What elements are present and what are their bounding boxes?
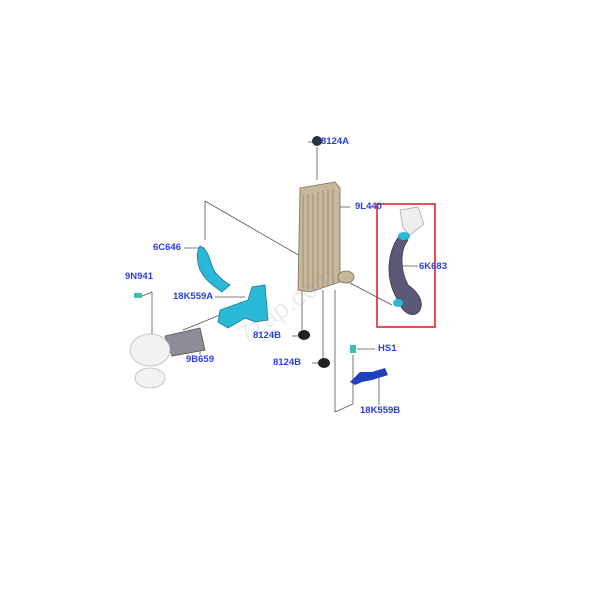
label-8124a[interactable]: 8124A xyxy=(321,136,349,147)
hose-6c646 xyxy=(196,245,231,293)
label-6c646[interactable]: 6C646 xyxy=(153,242,181,253)
label-9l440[interactable]: 9L440 xyxy=(355,201,382,212)
bracket-18k559b xyxy=(350,368,388,385)
grommet-8124b-1 xyxy=(298,330,310,340)
label-18k559b[interactable]: 18K559B xyxy=(360,405,401,416)
label-9b659[interactable]: 9B659 xyxy=(186,354,214,365)
hose-6k683 xyxy=(388,206,425,315)
intercooler-9l440 xyxy=(297,181,355,293)
highlight-box xyxy=(376,203,436,328)
label-8124b-2[interactable]: 8124B xyxy=(273,357,301,368)
grommet-8124b-2 xyxy=(318,358,330,368)
label-hs1[interactable]: HS1 xyxy=(378,343,397,354)
turbocharger xyxy=(129,333,171,389)
clip-hs1 xyxy=(350,345,356,353)
sensor-9n941 xyxy=(134,293,142,298)
label-18k559a[interactable]: 18K559A xyxy=(173,291,214,302)
label-6k683[interactable]: 6K683 xyxy=(419,261,447,272)
pipe-18k559a xyxy=(217,284,269,329)
pipe-9b659 xyxy=(164,327,206,357)
label-8124b-1[interactable]: 8124B xyxy=(253,330,281,341)
grommet-8124a xyxy=(312,136,322,146)
label-9n941[interactable]: 9N941 xyxy=(125,271,153,282)
